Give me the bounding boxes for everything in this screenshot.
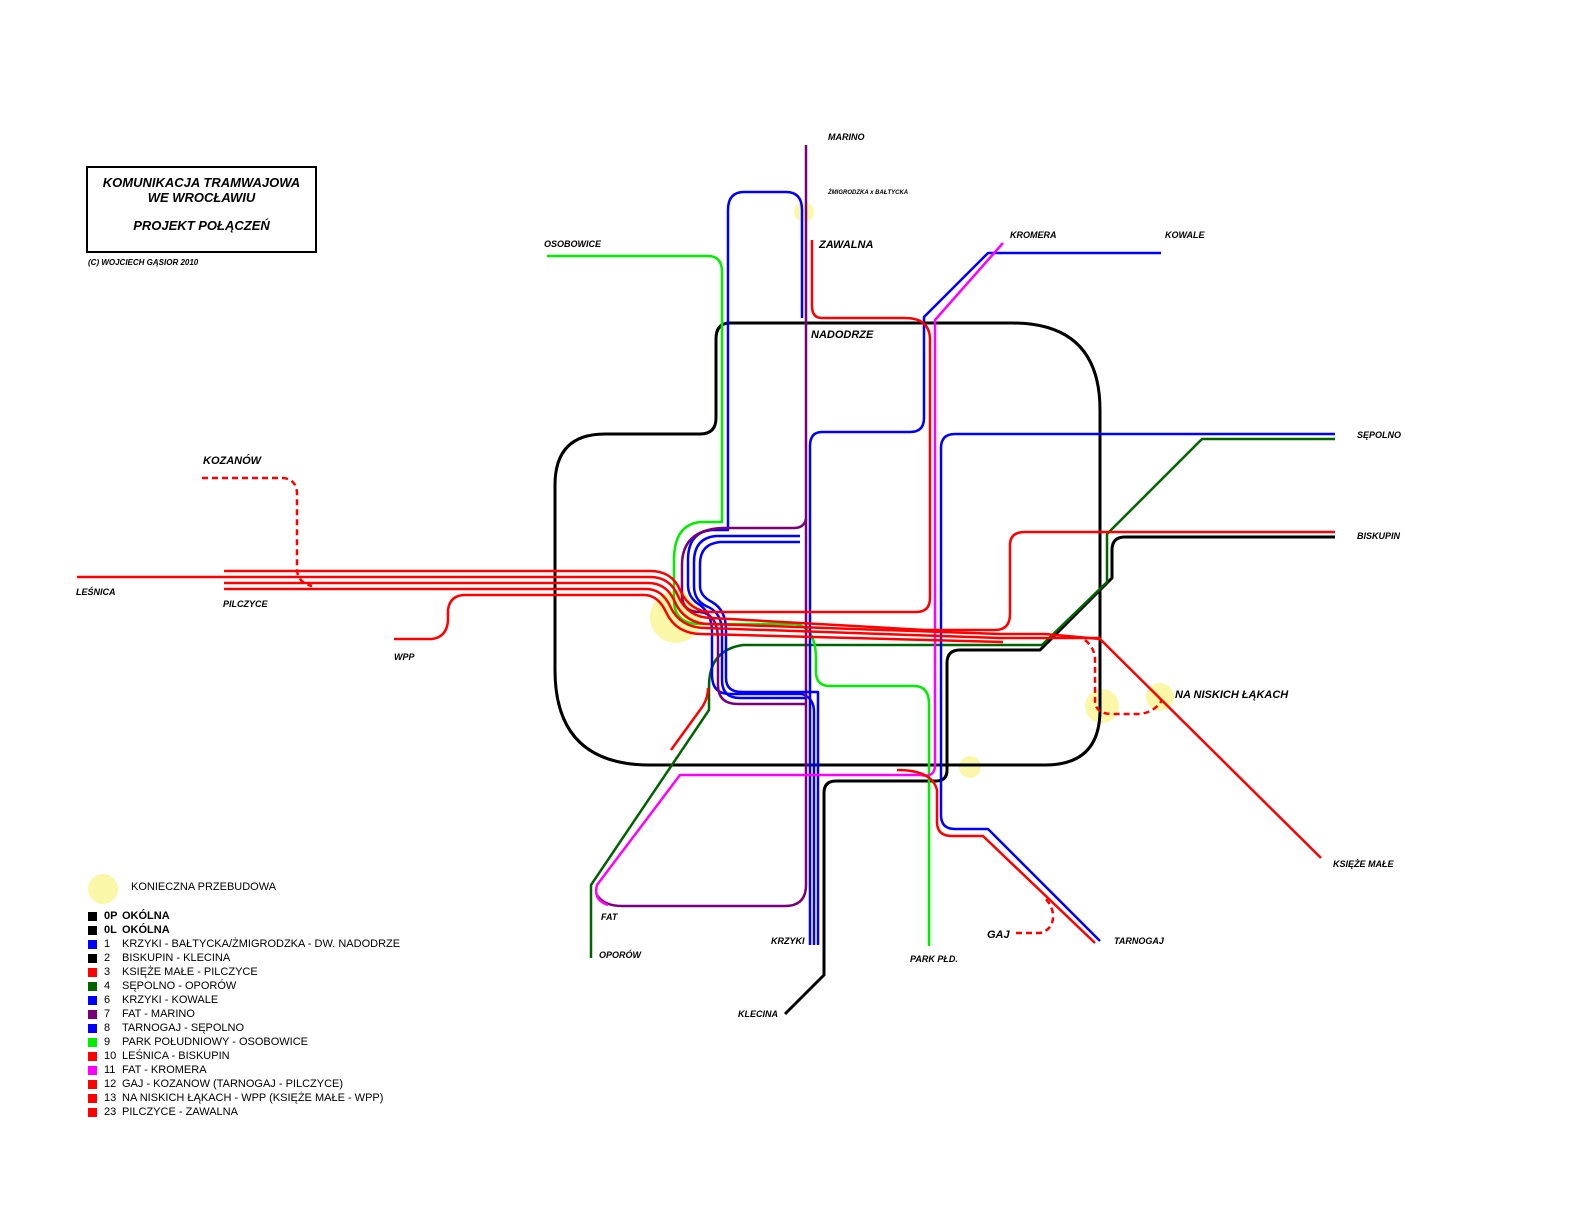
stop-label-zmigrodzka: ŻMIGRODZKA x BAŁTYCKA (827, 189, 908, 196)
stop-label-nadodrze: NADODRZE (811, 329, 874, 341)
line-11-fat-kromera (594, 242, 1004, 907)
legend-line-number: 23 (104, 1106, 117, 1118)
legend-line-number: 0P (104, 910, 118, 922)
legend-swatch-icon (88, 1052, 97, 1061)
rebuild-circle-icon (88, 874, 118, 904)
legend-line-name: KSIĘŻE MAŁE - PILCZYCE (122, 966, 258, 978)
rebuild-marker-niskie-laki-west (1085, 689, 1119, 723)
stop-label-gaj: GAJ (987, 929, 1011, 941)
title-line-1: KOMUNIKACJA TRAMWAJOWA (102, 175, 301, 190)
legend-line-name: NA NISKICH ŁĄKACH - WPP (KSIĘŻE MAŁE - W… (122, 1092, 384, 1104)
stop-label-wpp: WPP (394, 652, 415, 662)
line-6-krzyki-kowale (808, 251, 1161, 945)
title-box: KOMUNIKACJA TRAMWAJOWA WE WROCŁAWIU PROJ… (86, 166, 317, 253)
legend-swatch-icon (88, 1066, 97, 1075)
legend-swatch-icon (88, 954, 97, 963)
title-line-2: WE WROCŁAWIU (147, 190, 256, 205)
title-line-3: PROJEKT POŁĄCZEŃ (133, 218, 270, 233)
legend-swatch-icon (88, 982, 97, 991)
rebuild-marker-south (959, 756, 981, 778)
legend-line-number: 7 (104, 1008, 111, 1020)
legend-line-number: 9 (104, 1036, 111, 1048)
stop-label-oporow: OPORÓW (599, 949, 643, 960)
stop-label-osobowice: OSOBOWICE (544, 239, 602, 249)
line-12-south-branch (669, 687, 710, 751)
planned-kozanow-connection (202, 476, 313, 588)
legend-line-number: 2 (104, 952, 111, 964)
stop-labels: MARINO ŻMIGRODZKA x BAŁTYCKA ZAWALNA OSO… (76, 132, 1401, 1019)
legend-swatch-icon (88, 1038, 97, 1047)
legend-swatch-icon (88, 1108, 97, 1117)
rebuild-marker-zmigrodzka (794, 202, 814, 222)
legend-line-number: 6 (104, 994, 111, 1006)
line-13-niskie-laki-wpp (394, 593, 1004, 644)
line-2-biskupin-klecina (783, 535, 1335, 1016)
line-12-gaj-kozanow (224, 587, 1100, 640)
line-1-inner-strand (692, 534, 806, 700)
legend-line-number: 0L (104, 924, 117, 936)
stop-label-kozanow: KOZANÓW (203, 454, 263, 467)
legend-line-number: 12 (104, 1078, 117, 1090)
legend-line-name: KRZYKI - BAŁTYCKA/ŻMIGRODZKA - DW. NADOD… (122, 938, 401, 950)
line-3-ksieze-pilczyce (224, 581, 1322, 859)
stop-label-zawalna: ZAWALNA (818, 239, 873, 251)
legend-swatch-icon (88, 912, 97, 921)
legend-line-number: 8 (104, 1022, 111, 1034)
legend-line-name: PARK POŁUDNIOWY - OSOBOWICE (122, 1036, 309, 1048)
line-23-pilczyce-zawalna (224, 240, 932, 614)
stop-label-krzyki: KRZYKI (771, 936, 805, 946)
line-8-tarnogaj-sepolno (939, 432, 1335, 942)
stop-label-sepolno: SĘPOLNO (1357, 430, 1401, 440)
legend-line-name: LEŚNICA - BISKUPIN (122, 1050, 230, 1062)
stop-label-kromera: KROMERA (1010, 230, 1057, 240)
legend-line-number: 4 (104, 980, 111, 992)
line-7-fat-marino (595, 145, 808, 908)
legend-line-name: FAT - KROMERA (122, 1064, 207, 1076)
copyright-note: (C) WOJCIECH GĄSIOR 2010 (88, 258, 199, 267)
legend-line-number: 13 (104, 1092, 117, 1104)
stop-label-pilczyce: PILCZYCE (223, 599, 269, 609)
line-8-inner-strand (698, 540, 820, 945)
legend-swatch-icon (88, 996, 97, 1005)
legend-line-name: SĘPOLNO - OPORÓW (122, 980, 237, 992)
stop-label-kowale: KOWALE (1165, 230, 1205, 240)
legend-line-name: BISKUPIN - KLECINA (122, 952, 231, 964)
stop-label-klecina: KLECINA (738, 1009, 778, 1019)
legend-line-name: PILCZYCE - ZAWALNA (122, 1106, 238, 1118)
ring-line-okolna (553, 321, 1102, 767)
legend-line-number: 10 (104, 1050, 117, 1062)
stop-label-park-pld: PARK PŁD. (910, 954, 958, 964)
planned-gaj-connection (1016, 897, 1055, 935)
stop-label-biskupin: BISKUPIN (1357, 531, 1401, 541)
line-10-lesnica-biskupin (77, 530, 1335, 632)
legend-line-number: 3 (104, 966, 111, 978)
stop-label-tarnogaj: TARNOGAJ (1114, 936, 1165, 946)
stop-label-lesnica: LEŚNICA (76, 586, 116, 597)
legend-rebuild-label: KONIECZNA PRZEBUDOWA (131, 881, 277, 893)
stop-label-na-niskich-lakach: NA NISKICH ŁĄKACH (1175, 689, 1289, 701)
legend-line-name: OKÓLNA (122, 910, 170, 922)
stop-label-ksieze-male: KSIĘŻE MAŁE (1333, 859, 1395, 869)
legend-line-name: OKÓLNA (122, 924, 170, 936)
line-12-tarnogaj-branch (896, 768, 1096, 944)
legend-swatch-icon (88, 1010, 97, 1019)
stop-label-fat: FAT (601, 912, 619, 922)
legend-line-name: KRZYKI - KOWALE (122, 994, 219, 1006)
stop-label-marino: MARINO (828, 132, 865, 142)
legend-line-number: 1 (104, 938, 111, 950)
legend-swatch-icon (88, 968, 97, 977)
line-9-park-osobowice (547, 254, 931, 946)
legend-swatch-icon (88, 1024, 97, 1033)
legend-swatch-icon (88, 1094, 97, 1103)
legend-swatch-icon (88, 1080, 97, 1089)
planned-niskie-laki-connection (1084, 639, 1164, 716)
legend-line-name: TARNOGAJ - SĘPOLNO (122, 1022, 245, 1034)
legend-swatch-icon (88, 940, 97, 949)
legend-line-number: 11 (104, 1064, 116, 1076)
line-1-krzyki-nadodrze (686, 190, 816, 945)
legend-swatch-icon (88, 926, 97, 935)
legend-line-name: FAT - MARINO (122, 1008, 195, 1020)
legend-line-name: GAJ - KOZANOW (TARNOGAJ - PILCZYCE) (122, 1078, 344, 1090)
